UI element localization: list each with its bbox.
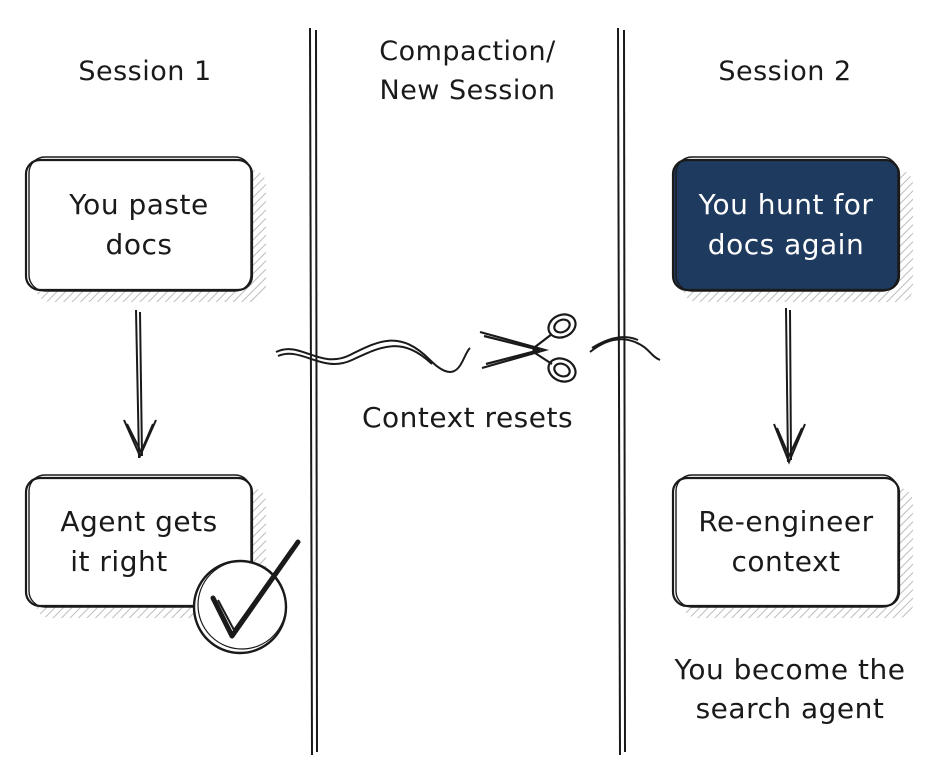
checkmark-icon xyxy=(192,539,301,655)
scissors-icon xyxy=(479,313,577,383)
reengineer-line2: context xyxy=(731,545,841,578)
column-divider-left xyxy=(309,27,318,756)
footer-note: You become the search agent xyxy=(650,650,930,728)
paste-docs-line1: You paste xyxy=(69,188,209,221)
session1-title: Session 1 xyxy=(78,56,212,87)
context-wave-left xyxy=(275,339,471,373)
agent-right-line2: it right xyxy=(70,545,168,578)
compaction-title: Compaction/ New Session xyxy=(335,32,600,110)
column-divider-right xyxy=(617,27,626,756)
paste-docs-label: You paste docs xyxy=(26,160,252,290)
compaction-title-line1: Compaction/ xyxy=(379,36,556,67)
paste-docs-line2: docs xyxy=(105,228,173,261)
agent-right-line1: Agent gets xyxy=(60,505,218,538)
box-paste-docs xyxy=(24,156,266,302)
arrow-down-session2 xyxy=(773,307,806,465)
reengineer-line1: Re-engineer xyxy=(698,505,874,538)
hunt-docs-label: You hunt for docs again xyxy=(673,160,899,290)
session2-title: Session 2 xyxy=(718,56,852,87)
hunt-docs-line2: docs again xyxy=(707,228,865,261)
context-wave-right xyxy=(589,336,661,361)
compaction-title-line2: New Session xyxy=(379,75,556,106)
reengineer-label: Re-engineer context xyxy=(673,478,899,606)
agent-right-label: Agent gets it right xyxy=(26,478,252,606)
footer-note-line2: search agent xyxy=(695,692,885,725)
arrow-down-session1 xyxy=(123,309,157,459)
box-hunt-docs xyxy=(671,156,913,302)
context-resets-caption: Context resets xyxy=(361,401,574,434)
hunt-docs-line1: You hunt for xyxy=(698,188,874,221)
footer-note-line1: You become the xyxy=(674,653,906,686)
box-reengineer xyxy=(671,474,913,618)
